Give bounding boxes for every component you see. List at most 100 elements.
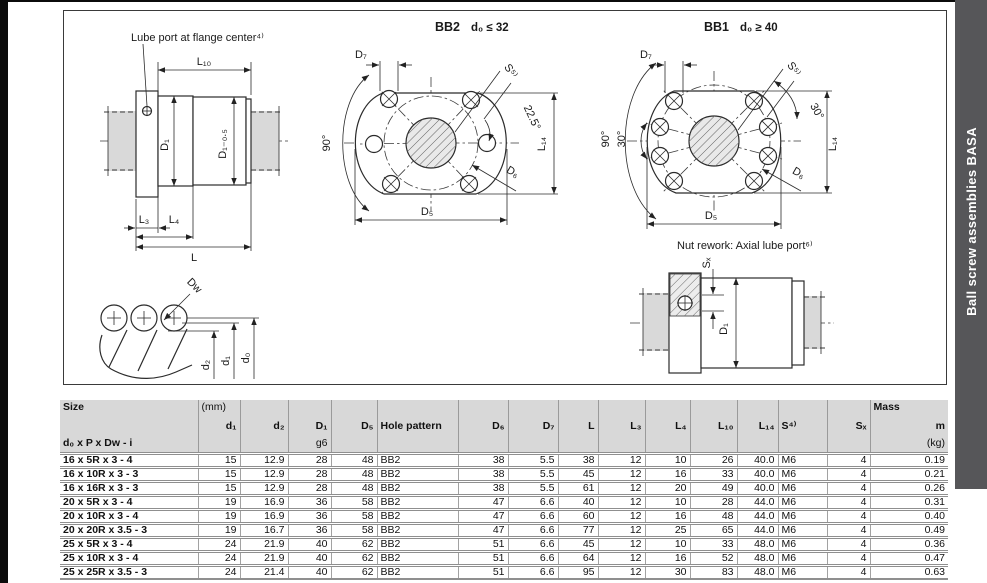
table-cell: 47 xyxy=(457,508,508,524)
technical-drawing-panel: Lube port at flange center⁴⁾ L₁₀ D₁ D₁₋₀… xyxy=(63,10,947,385)
table-cell: 58 xyxy=(330,508,377,524)
bb2-dim-s-label: S⁵⁾ xyxy=(501,62,519,81)
table-cell: 12 xyxy=(597,522,645,538)
table-cell: 6.6 xyxy=(507,564,558,580)
bb1-dim-d5-label: D₅ xyxy=(705,210,717,222)
table-cell: 40 xyxy=(287,536,331,552)
bb1-angle-30-right-label: 30° xyxy=(807,101,826,121)
table-cell: 5.5 xyxy=(507,452,558,468)
header-d1-fit: g6 xyxy=(315,437,328,449)
table-cell: 47 xyxy=(457,522,508,538)
bb1-angle-90-label: 90° xyxy=(600,131,612,148)
dim-d2-label: d₂ xyxy=(200,360,212,370)
table-cell: 6.6 xyxy=(507,536,558,552)
table-cell: 10 xyxy=(644,452,690,468)
table-cell: 38 xyxy=(457,480,508,496)
table-cell: 15 xyxy=(197,480,240,496)
header-D1: D₁ g6 xyxy=(287,400,331,454)
table-cell: 21.4 xyxy=(239,564,288,580)
screw-shaft-drawing: Dw d₂ d₁ d₀ xyxy=(99,276,259,379)
table-cell: 52 xyxy=(689,550,737,566)
table-cell: 28 xyxy=(287,466,331,482)
dim-l-label: L xyxy=(191,252,197,264)
header-size: Size xyxy=(63,401,85,413)
side-view-drawing: Lube port at flange center⁴⁾ L₁₀ D₁ D₁₋₀… xyxy=(100,32,288,264)
table-cell: BB2 xyxy=(376,452,458,468)
table-cell: M6 xyxy=(777,564,827,580)
table-cell: 4 xyxy=(826,536,870,552)
table-cell: 28 xyxy=(287,452,331,468)
table-cell: 47 xyxy=(457,494,508,510)
bb2-angle-90-label: 90° xyxy=(321,135,333,152)
header-L: L xyxy=(557,400,598,454)
header-hole-pattern: Hole pattern xyxy=(376,400,458,454)
table-cell: 51 xyxy=(457,564,508,580)
bb1-dim-s-label: S⁵⁾ xyxy=(784,60,802,79)
table-cell: 12.9 xyxy=(239,466,288,482)
table-cell: 62 xyxy=(330,550,377,566)
table-cell: 16.9 xyxy=(239,494,288,510)
table-cell: 36 xyxy=(287,494,331,510)
table-cell: 44.0 xyxy=(736,522,778,538)
table-cell: 12 xyxy=(597,480,645,496)
table-cell: 25 x 10R x 3 - 4 xyxy=(60,550,198,566)
table-cell: 40.0 xyxy=(736,480,778,496)
table-cell: 5.5 xyxy=(507,480,558,496)
bb1-angle-30-left-label: 30° xyxy=(616,131,628,148)
header-unit: (mm) xyxy=(201,401,227,413)
table-cell: 95 xyxy=(557,564,598,580)
header-L4: L₄ xyxy=(644,400,690,454)
table-cell: 45 xyxy=(557,536,598,552)
bb1-dim-d6-label: D₆ xyxy=(790,165,807,182)
table-cell: BB2 xyxy=(376,466,458,482)
table-cell: 12 xyxy=(597,494,645,510)
left-page-edge xyxy=(0,0,8,583)
table-cell: 6.6 xyxy=(507,550,558,566)
dimensions-table: Size d₀ x P x Dw - i (mm) d₁ d₂ D₁ g6 D₅ xyxy=(60,400,948,580)
table-cell: 36 xyxy=(287,522,331,538)
table-cell: 16 x 16R x 3 - 3 xyxy=(60,480,198,496)
table-cell: BB2 xyxy=(376,508,458,524)
table-cell: 16 x 10R x 3 - 3 xyxy=(60,466,198,482)
header-size-sub: d₀ x P x Dw - i xyxy=(63,437,133,449)
header-Sx: Sₓ xyxy=(826,400,870,454)
table-cell: M6 xyxy=(777,480,827,496)
table-cell: 48.0 xyxy=(736,550,778,566)
table-cell: 6.6 xyxy=(507,522,558,538)
sidebar-label: Ball screw assemblies BASA xyxy=(963,127,979,316)
dim-l10-label: L₁₀ xyxy=(197,56,211,68)
table-cell: 49 xyxy=(689,480,737,496)
table-header-row: Size d₀ x P x Dw - i (mm) d₁ d₂ D₁ g6 D₅ xyxy=(60,400,948,454)
bb2-angle-225-label: 22.5° xyxy=(521,103,543,131)
header-D5: D₅ xyxy=(330,400,377,454)
bb2-title: BB2 xyxy=(435,20,460,34)
table-cell: 48 xyxy=(330,452,377,468)
table-cell: 25 xyxy=(644,522,690,538)
table-cell: 24 xyxy=(197,536,240,552)
lube-port-callout: Lube port at flange center⁴⁾ xyxy=(131,32,264,44)
header-size-col: Size d₀ x P x Dw - i xyxy=(60,400,198,454)
table-cell: 40 xyxy=(287,550,331,566)
header-S: S⁴⁾ xyxy=(777,400,827,454)
table-cell: 6.6 xyxy=(507,494,558,510)
table-cell: BB2 xyxy=(376,564,458,580)
table-cell: 12.9 xyxy=(239,452,288,468)
table-cell: 19 xyxy=(197,522,240,538)
table-cell: 20 x 5R x 3 - 4 xyxy=(60,494,198,510)
table-cell: 0.49 xyxy=(869,522,948,538)
table-cell: 44.0 xyxy=(736,508,778,524)
table-cell: BB2 xyxy=(376,550,458,566)
table-cell: 83 xyxy=(689,564,737,580)
bb2-condition: d₀ ≤ 32 xyxy=(471,22,509,34)
table-cell: 4 xyxy=(826,494,870,510)
dim-d1-shaft-label: d₁ xyxy=(220,356,232,366)
table-cell: 51 xyxy=(457,550,508,566)
table-cell: 5.5 xyxy=(507,466,558,482)
table-cell: 20 x 10R x 3 - 4 xyxy=(60,508,198,524)
top-rule xyxy=(0,0,987,2)
